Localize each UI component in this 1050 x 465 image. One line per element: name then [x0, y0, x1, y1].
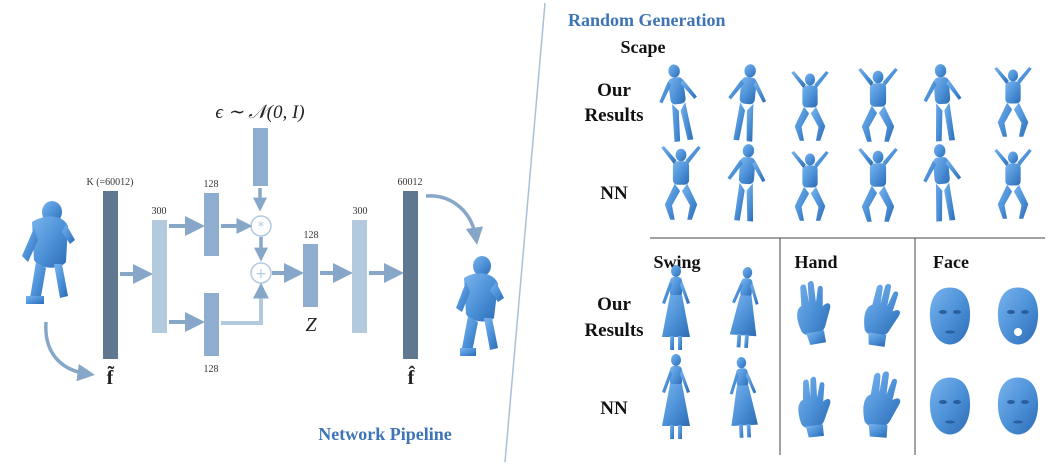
output-to-mesh-arrow [425, 194, 484, 245]
z-layer [303, 244, 318, 307]
hand-our-meshes [791, 278, 904, 349]
scape-label: Scape [621, 37, 666, 57]
bottom-nn-label: NN [600, 398, 628, 419]
swing-our-meshes [662, 265, 762, 350]
scape-nn-label: NN [600, 183, 628, 204]
scape-our-meshes [654, 61, 1032, 144]
scape-nn-meshes [661, 142, 1032, 223]
input-to-f-arrow [44, 321, 95, 382]
mu-size-label: 128 [204, 364, 219, 375]
generation-title: Random Generation [568, 10, 726, 30]
face-nn-meshes [929, 377, 1039, 435]
arrow-mu-plus [221, 282, 269, 325]
swing-label: Swing [653, 252, 700, 272]
hand-nn-meshes [794, 369, 903, 439]
input-layer [103, 191, 118, 359]
f-tilde-label: f̃ [107, 365, 115, 389]
sigma-size-label: 128 [204, 179, 219, 190]
decoder-layer [352, 220, 367, 333]
plus-symbol: + [255, 266, 267, 282]
input-size-label: K (=60012) [86, 177, 133, 188]
output-layer [403, 191, 418, 359]
mu-layer [204, 293, 219, 356]
sigma-layer [204, 193, 219, 256]
bottom-our-label-2: Results [584, 320, 643, 341]
swing-nn-meshes [662, 354, 759, 439]
decoder-size-label: 300 [353, 206, 368, 217]
noise-layer [253, 128, 268, 186]
input-mesh [22, 201, 75, 304]
f-hat-label: f̂ [408, 364, 416, 389]
z-size-label: 128 [304, 230, 319, 241]
face-our-meshes [929, 287, 1039, 345]
encoder-size-label: 300 [152, 206, 167, 217]
encoder-layer [152, 220, 167, 333]
output-size-label: 60012 [398, 177, 423, 188]
bottom-our-label-1: Our [597, 294, 631, 315]
scape-our-label-2: Results [584, 105, 643, 126]
hand-label: Hand [794, 252, 837, 272]
section-divider [504, 2, 546, 463]
face-features [939, 310, 1029, 424]
pipeline-title: Network Pipeline [318, 424, 451, 444]
face-label: Face [933, 252, 969, 272]
z-label: Z [305, 314, 317, 336]
multiply-symbol: * [258, 220, 265, 235]
noise-label: ϵ ∼ 𝒩(0, I) [215, 102, 304, 123]
scape-our-label-1: Our [597, 80, 631, 101]
output-mesh [456, 256, 504, 356]
